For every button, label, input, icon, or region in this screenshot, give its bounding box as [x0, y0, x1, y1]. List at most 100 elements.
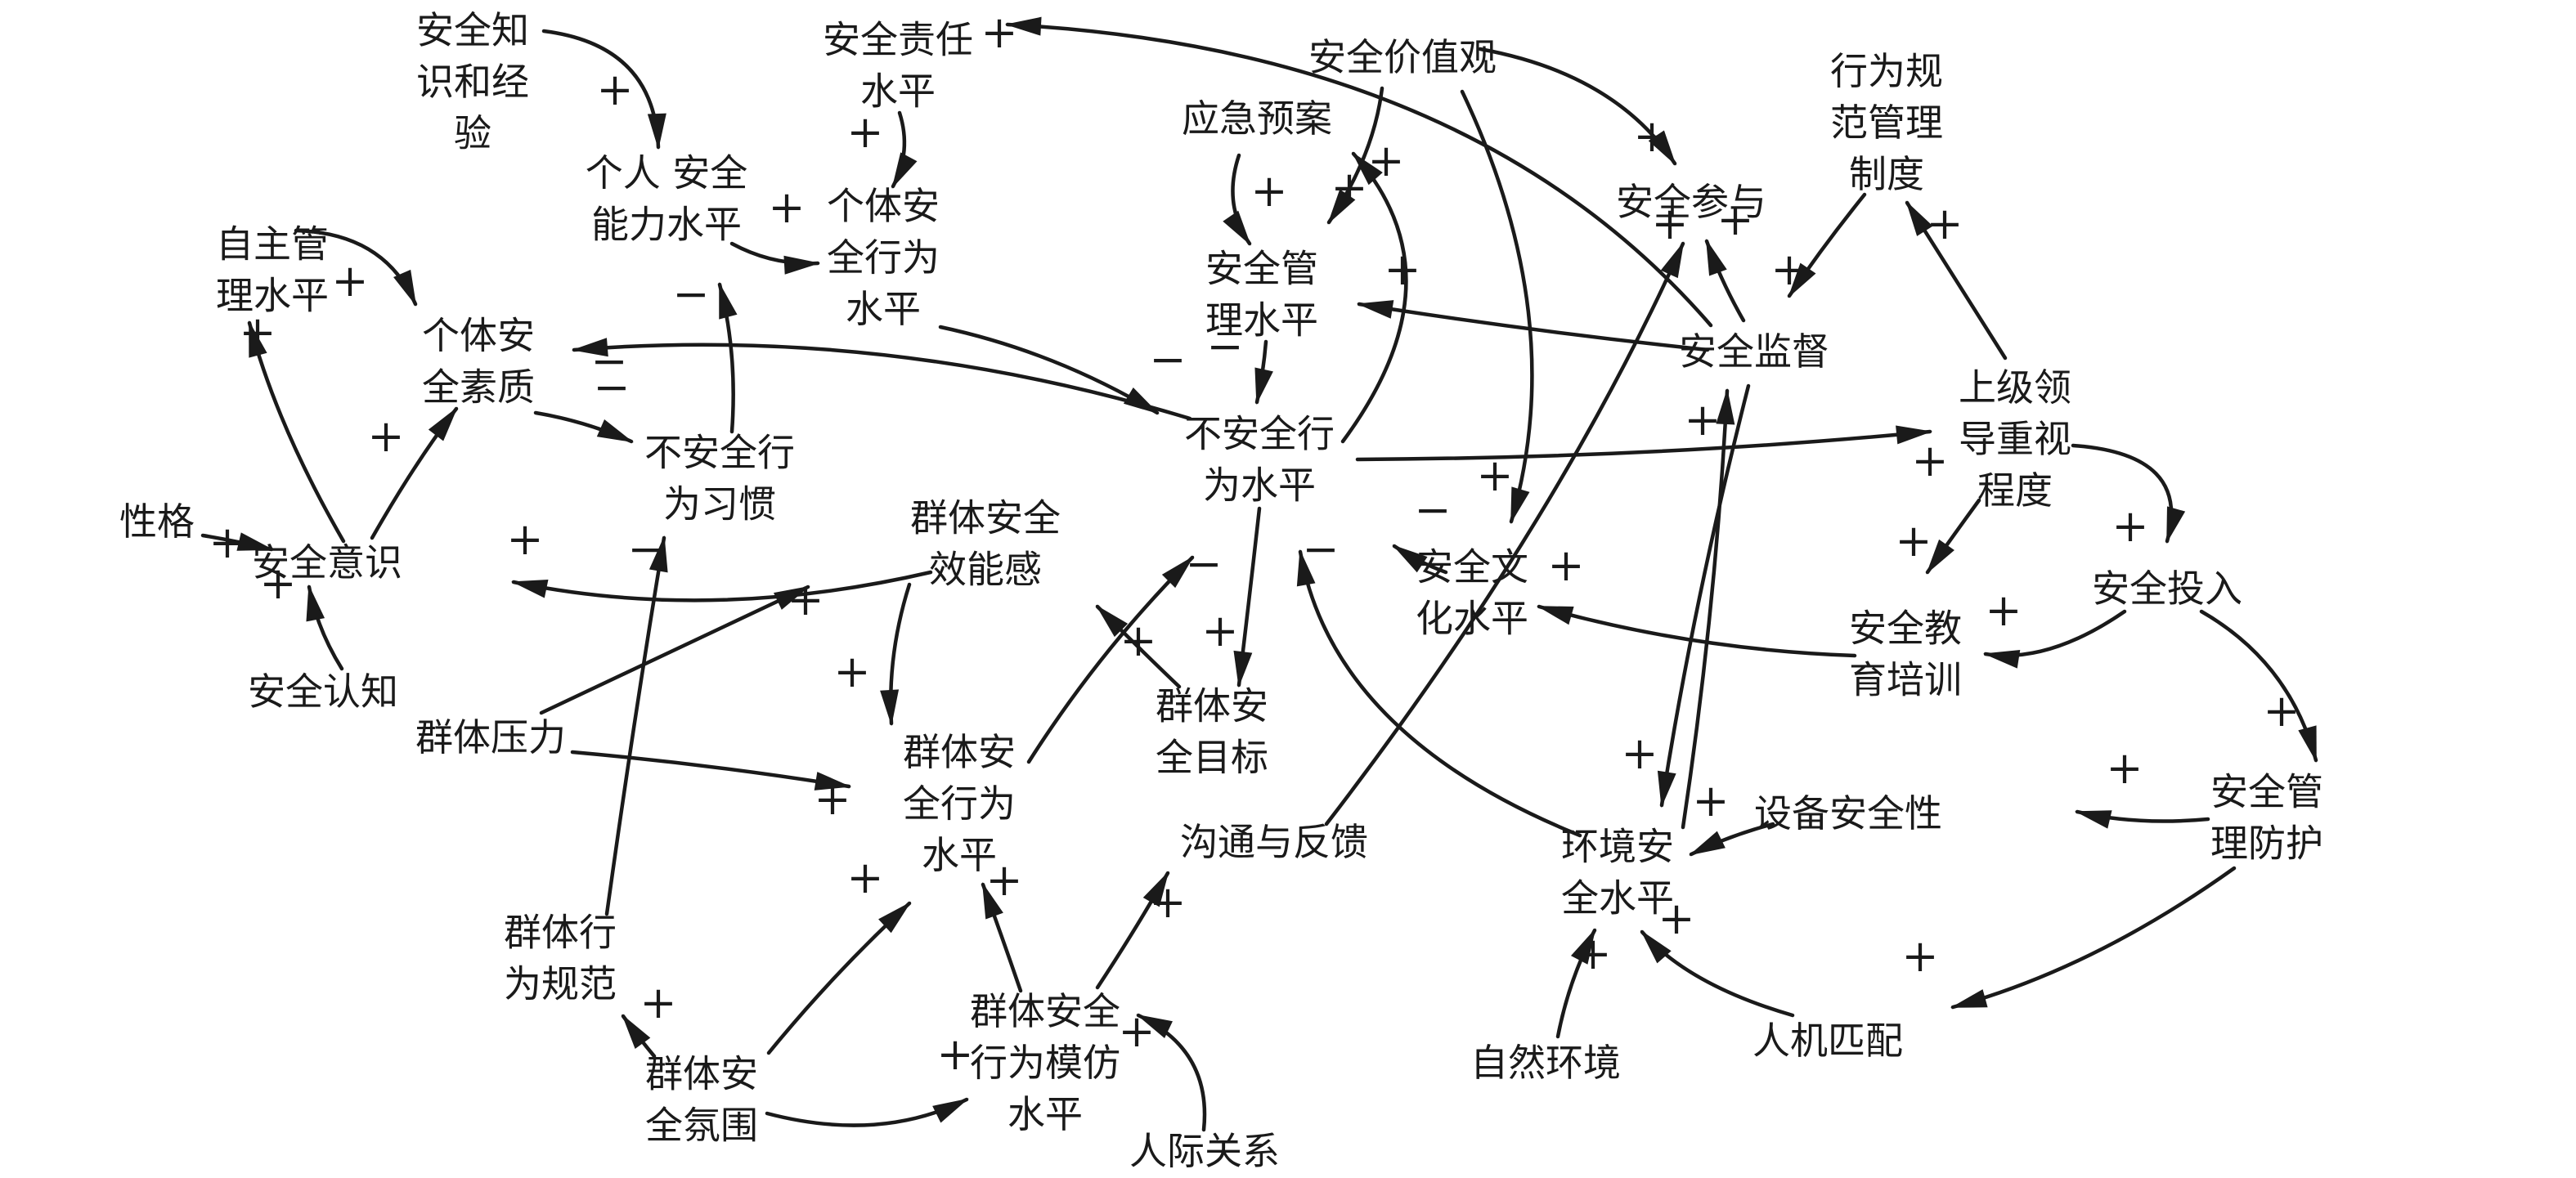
node-group_atmosphere: 群体安全氛围 [645, 1052, 758, 1148]
edge-protection-equipment [2075, 809, 2210, 829]
node-label-culture: 安全文化水平 [1416, 545, 1528, 641]
polarity-sign-group_goal-group_efficacy: + [1120, 615, 1156, 666]
polarity-sign-protection-equipment: + [2106, 742, 2143, 794]
node-group_behavior: 群体安全行为水平 [903, 730, 1016, 877]
node-label-leadership: 上级领导重视程度 [1959, 365, 2071, 513]
edge-supervision-responsibility [1005, 16, 1713, 328]
edge-unsafe_level-leadership [1355, 425, 1932, 462]
edge-group_imitation-communication [1095, 871, 1170, 990]
polarity-sign-emergency-management: + [1250, 165, 1287, 217]
node-label-safety_awareness: 安全意识 [252, 540, 402, 585]
edge-group_efficacy-safety_awareness [511, 570, 933, 602]
polarity-sign-safety_cognition-safety_awareness: + [259, 558, 296, 609]
node-natural_env: 自然环境 [1470, 1041, 1621, 1085]
polarity-sign-ergonomics-environment: + [1658, 893, 1694, 944]
node-label-group_atmosphere: 群体安全氛围 [645, 1052, 758, 1148]
node-leadership: 上级领导重视程度 [1959, 365, 2071, 513]
node-label-investment: 安全投入 [2092, 567, 2242, 611]
node-label-individual_quality: 个体安全素质 [422, 314, 535, 410]
node-label-ergonomics: 人机匹配 [1752, 1019, 1903, 1063]
node-personality: 性格 [119, 499, 195, 544]
node-unsafe_habit: 不安全行为习惯 [644, 431, 795, 526]
node-label-group_behavior: 群体安全行为水平 [903, 730, 1016, 877]
node-label-group_imitation: 群体安全行为模仿水平 [970, 989, 1120, 1136]
node-individual_quality: 个体安全素质 [422, 314, 535, 410]
node-label-participation: 安全参与 [1616, 180, 1766, 224]
polarity-sign-values-participation: + [1633, 110, 1670, 162]
edge-individual_quality-unsafe_habit [533, 410, 634, 444]
node-emergency: 应急预案 [1182, 96, 1332, 141]
edge-communication-participation [1324, 241, 1685, 826]
polarity-sign-unsafe_level-individual_quality: − [590, 335, 627, 387]
node-label-supervision: 安全监督 [1679, 329, 1829, 374]
node-unsafe_level: 不安全行为水平 [1184, 412, 1335, 508]
node-training: 安全教育培训 [1849, 607, 1962, 702]
node-label-emergency: 应急预案 [1182, 96, 1332, 141]
polarity-sign-supervision-management: + [1384, 244, 1420, 295]
polarity-sign-environment-supervision: + [1684, 394, 1721, 446]
edge-personality-safety_awareness [200, 532, 274, 552]
polarity-sign-equipment-environment: + [1692, 775, 1729, 826]
polarity-sign-personality-safety_awareness: + [209, 517, 245, 568]
polarity-sign-responsibility-individual_behavior: + [846, 106, 883, 158]
node-label-safety_cognition: 安全认知 [248, 670, 398, 714]
node-equipment: 设备安全性 [1754, 791, 1942, 835]
polarity-sign-supervision-participation: + [1717, 194, 1753, 245]
edge-supervision-management [1357, 300, 1710, 352]
polarity-sign-management-unsafe_level: − [1206, 320, 1243, 372]
node-label-natural_env: 自然环境 [1470, 1041, 1621, 1085]
edge-safety_knowledge-personal_ability [541, 29, 666, 150]
edge-group_goal-group_efficacy [1095, 604, 1182, 689]
node-label-equipment: 设备安全性 [1754, 791, 1942, 835]
edge-group_pressure-group_efficacy [539, 585, 810, 715]
polarity-sign-culture-unsafe_level: − [1414, 484, 1451, 535]
edge-safety_cognition-safety_awareness [306, 585, 344, 671]
polarity-sign-leadership-training: + [1895, 515, 1932, 567]
edge-environment-supervision [1681, 388, 1735, 830]
polarity-sign-group_imitation-group_behavior: + [985, 854, 1022, 906]
polarity-sign-norms_system-supervision: + [1770, 244, 1807, 295]
node-interpersonal: 人际关系 [1129, 1129, 1280, 1173]
node-communication: 沟通与反馈 [1180, 820, 1368, 864]
node-group_imitation: 群体安全行为模仿水平 [970, 989, 1120, 1136]
edge-safety_awareness-individual_quality [370, 406, 459, 540]
edge-unsafe_level-individual_quality [572, 338, 1192, 421]
polarity-sign-values-management: + [1331, 162, 1367, 213]
edge-leadership-norms_system [1905, 200, 2008, 361]
node-label-management: 安全管理水平 [1205, 247, 1318, 343]
edge-unsafe_level-emergency [1340, 151, 1408, 444]
node-safety_awareness: 安全意识 [252, 540, 402, 585]
polarity-sign-training-culture: + [1547, 540, 1584, 591]
polarity-sign-group_atmosphere-group_imitation: + [936, 1028, 973, 1080]
edge-self_management-individual_quality [294, 228, 418, 307]
polarity-sign-environment-unsafe_level: − [1302, 523, 1339, 575]
node-norms_system: 行为规范管理制度 [1830, 49, 1943, 196]
edge-interpersonal-group_imitation [1136, 1013, 1207, 1132]
edge-training-culture [1537, 604, 1857, 658]
edge-investment-training [1983, 609, 2127, 669]
polarity-sign-group_atmosphere-group_behavior: + [846, 852, 883, 903]
node-safety_cognition: 安全认知 [248, 670, 398, 714]
node-label-unsafe_level: 不安全行为水平 [1184, 412, 1335, 508]
polarity-sign-group_efficacy-safety_awareness: + [506, 513, 543, 565]
polarity-sign-unsafe_level-emergency: + [1367, 135, 1404, 186]
node-group_efficacy: 群体安全效能感 [910, 496, 1061, 592]
edge-norms_system-supervision [1787, 192, 1867, 298]
edge-emergency-management [1223, 153, 1252, 246]
node-label-norms_system: 行为规范管理制度 [1830, 49, 1943, 196]
node-label-unsafe_habit: 不安全行为习惯 [644, 431, 795, 526]
polarity-sign-group_pressure-group_behavior: + [814, 773, 850, 825]
edge-leadership-investment [2071, 443, 2186, 544]
edge-supervision-participation [1704, 239, 1746, 323]
polarity-sign-unsafe_level-group_goal: + [1201, 605, 1238, 656]
edge-management-unsafe_level [1254, 339, 1273, 405]
node-group_goal: 群体安全目标 [1156, 684, 1268, 780]
node-label-individual_behavior: 个体安全行为水平 [827, 184, 940, 331]
polarity-sign-group_behavior-unsafe_level: − [1185, 538, 1222, 589]
polarity-sign-unsafe_habit-personal_ability: − [672, 268, 709, 320]
edge-safety_awareness-self_management [247, 320, 346, 544]
node-label-personal_ability: 个人 安全能力水平 [586, 151, 748, 247]
node-culture: 安全文化水平 [1416, 545, 1528, 641]
node-personal_ability: 个人 安全能力水平 [586, 151, 748, 247]
